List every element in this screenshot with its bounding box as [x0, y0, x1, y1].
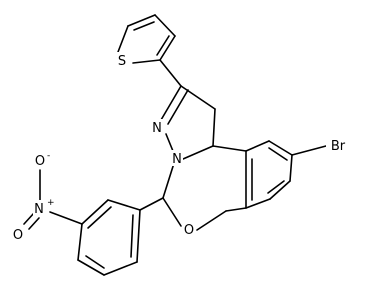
- bond: [159, 59, 182, 87]
- bond: [103, 261, 138, 276]
- bond: [162, 197, 182, 227]
- bond: [182, 145, 214, 160]
- bond: [291, 145, 327, 156]
- atom-nitrogen-1: N: [152, 121, 162, 136]
- bond: [212, 145, 247, 152]
- bond: [159, 35, 176, 61]
- bond: [127, 14, 156, 27]
- bond: [28, 217, 40, 230]
- bond: [87, 206, 112, 229]
- bond: [77, 223, 83, 261]
- bond: [130, 214, 134, 258]
- bond: [77, 259, 105, 276]
- bond: [212, 108, 216, 147]
- bond: [245, 198, 271, 209]
- bond: [85, 255, 105, 269]
- bond: [23, 212, 35, 225]
- bond: [160, 85, 182, 121]
- atom-bromine: Br: [331, 139, 346, 154]
- bond: [268, 140, 293, 156]
- charge-minus: -: [47, 151, 50, 161]
- bond: [268, 147, 288, 161]
- atom-nitrogen-2: N: [172, 152, 182, 167]
- bond: [289, 154, 293, 182]
- bond: [225, 207, 247, 212]
- atom-labels: S N N O Br N + O - O: [11, 52, 350, 243]
- bond: [133, 21, 155, 31]
- bond: [132, 59, 161, 64]
- bond: [117, 25, 129, 53]
- bond: [245, 140, 270, 152]
- bond: [154, 14, 176, 37]
- bond: [136, 209, 141, 263]
- charge-plus: +: [47, 198, 55, 208]
- bond: [167, 89, 189, 125]
- atom-nitrogen-nitro: N: [34, 202, 44, 217]
- bonds: [23, 14, 327, 276]
- bond: [49, 211, 83, 225]
- bond: [180, 85, 216, 110]
- bond: [269, 180, 291, 200]
- bond: [162, 159, 176, 199]
- bond: [196, 210, 227, 231]
- atom-oxygen-nitro-down: O: [13, 228, 23, 243]
- atom-sulfur: S: [118, 54, 126, 69]
- bond: [81, 199, 109, 225]
- atom-oxygen-nitro-up: O: [35, 154, 45, 169]
- atom-oxygen-ring: O: [184, 223, 194, 238]
- bond: [139, 197, 164, 211]
- bond: [156, 35, 170, 56]
- bond: [267, 180, 285, 194]
- bond: [107, 199, 141, 211]
